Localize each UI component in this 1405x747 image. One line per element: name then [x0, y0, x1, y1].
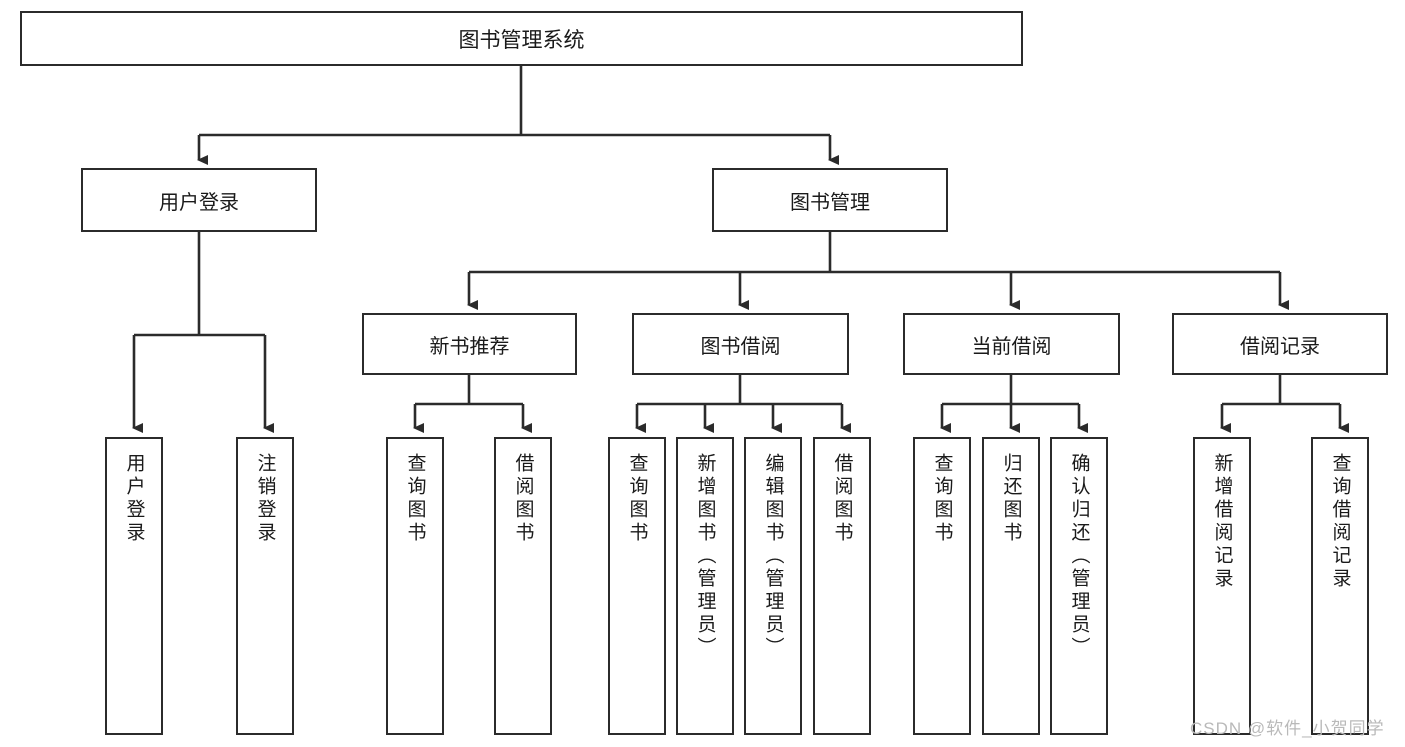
node-borrow-record[interactable]: 借阅记录	[1172, 313, 1388, 375]
node-label: 图书管理	[790, 191, 870, 214]
leaf-book-borrow-edit-book-admin[interactable]: 编辑图书（管理员）	[744, 437, 802, 735]
leaf-borrow-record-query-record[interactable]: 查询借阅记录	[1311, 437, 1369, 735]
leaf-new-book-query-book[interactable]: 查询图书	[386, 437, 444, 735]
leaf-book-borrow-query-book[interactable]: 查询图书	[608, 437, 666, 735]
node-label: 查询借阅记录	[1329, 453, 1351, 591]
node-book-borrow[interactable]: 图书借阅	[632, 313, 849, 375]
node-label: 确认归还（管理员）	[1068, 453, 1090, 660]
node-label: 查询图书	[404, 453, 426, 545]
node-label: 借阅记录	[1240, 335, 1320, 358]
node-root-book-management-system[interactable]: 图书管理系统	[20, 11, 1023, 66]
leaf-borrow-record-add-record[interactable]: 新增借阅记录	[1193, 437, 1251, 735]
node-book-management[interactable]: 图书管理	[712, 168, 948, 232]
node-label: 借阅图书	[831, 453, 853, 545]
node-label: 当前借阅	[971, 335, 1052, 358]
node-label: 图书借阅	[700, 335, 781, 358]
leaf-book-borrow-borrow-book[interactable]: 借阅图书	[813, 437, 871, 735]
leaf-book-borrow-add-book-admin[interactable]: 新增图书（管理员）	[676, 437, 734, 735]
leaf-user-login-login[interactable]: 用户登录	[105, 437, 163, 735]
csdn-watermark: CSDN @软件_小贺同学	[1190, 719, 1385, 738]
node-label: 查询图书	[626, 453, 648, 545]
node-label: 新增图书（管理员）	[694, 453, 716, 660]
leaf-new-book-borrow-book[interactable]: 借阅图书	[494, 437, 552, 735]
node-user-login[interactable]: 用户登录	[81, 168, 317, 232]
leaf-current-borrow-return-book[interactable]: 归还图书	[982, 437, 1040, 735]
leaf-user-login-logout[interactable]: 注销登录	[236, 437, 294, 735]
node-label: 用户登录	[159, 191, 239, 214]
node-label: 新增借阅记录	[1211, 453, 1233, 591]
node-label: 归还图书	[1000, 453, 1022, 545]
node-label: 编辑图书（管理员）	[762, 453, 784, 660]
node-label: 用户登录	[123, 453, 145, 545]
leaf-current-borrow-query-book[interactable]: 查询图书	[913, 437, 971, 735]
node-label: 新书推荐	[429, 335, 510, 358]
node-label: 查询图书	[931, 453, 953, 545]
leaf-current-borrow-confirm-return-admin[interactable]: 确认归还（管理员）	[1050, 437, 1108, 735]
node-label: 借阅图书	[512, 453, 534, 545]
node-new-book-recommend[interactable]: 新书推荐	[362, 313, 577, 375]
node-label: 图书管理系统	[458, 28, 585, 52]
node-current-borrow[interactable]: 当前借阅	[903, 313, 1120, 375]
node-label: 注销登录	[254, 453, 276, 545]
